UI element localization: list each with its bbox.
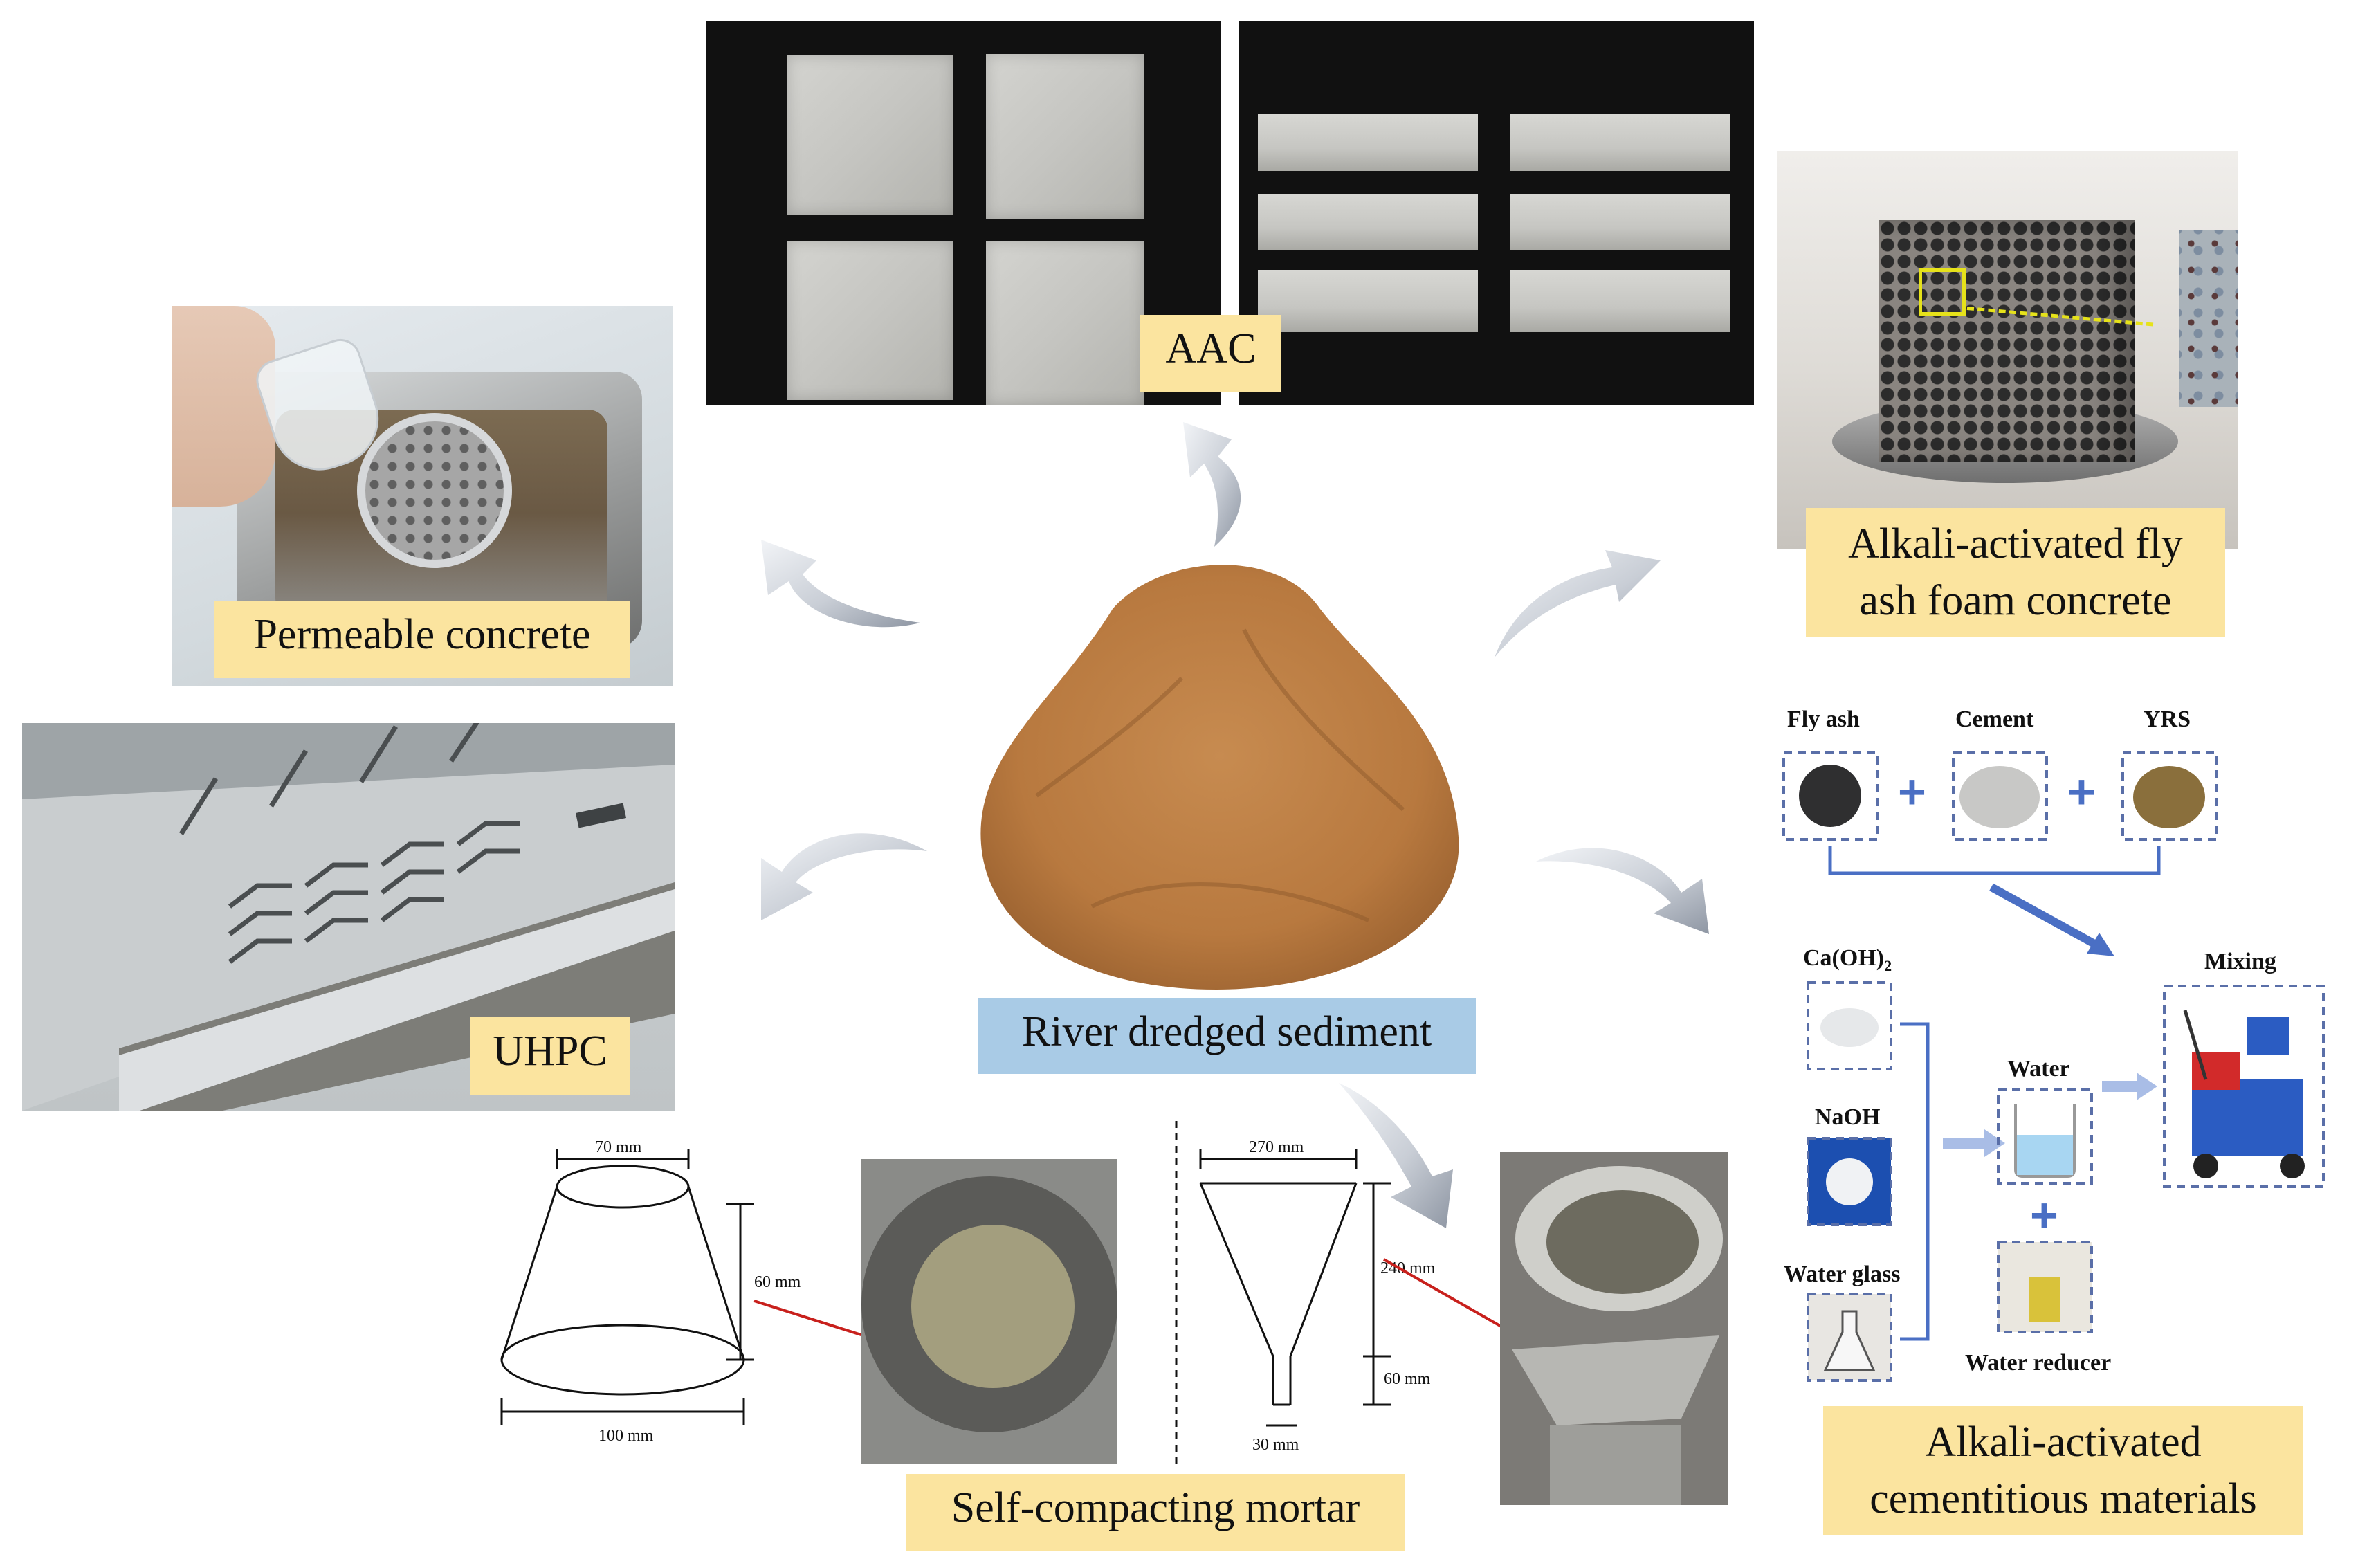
aac-prism <box>1258 194 1478 250</box>
cement-sample <box>1959 766 2040 828</box>
water-reducer-label: Water reducer <box>1965 1350 2111 1376</box>
foam-label-line2: ash foam concrete <box>1859 576 2172 624</box>
plus-3: + <box>2030 1188 2058 1242</box>
uhpc-label: UHPC <box>470 1017 630 1095</box>
yrs-sample <box>2133 766 2205 828</box>
funnel-outlet-dim: 30 mm <box>1252 1436 1299 1454</box>
center-label: River dredged sediment <box>978 998 1476 1074</box>
yrs-label: YRS <box>2144 706 2191 732</box>
aac-cube <box>787 55 953 215</box>
aac-prism <box>1510 270 1730 332</box>
arrow-to-permeable <box>761 540 920 628</box>
plus-1: + <box>1898 765 1926 819</box>
water-label: Water <box>2007 1056 2070 1082</box>
foam-cube <box>1879 220 2135 462</box>
aacm-flowchart: Fly ash Cement YRS + + Ca(OH)2 NaOH Wate… <box>1782 706 2325 1382</box>
funnel-neck-dim: 60 mm <box>1384 1370 1431 1388</box>
v-funnel <box>1199 1149 1391 1427</box>
aac-prism <box>1258 270 1478 332</box>
arrow-to-aacm <box>1536 848 1709 934</box>
foam-concrete-label: Alkali-activated fly ash foam concrete <box>1806 508 2225 637</box>
water-glass-label: Water glass <box>1784 1261 1900 1287</box>
cone-top-dim: 70 mm <box>595 1138 642 1156</box>
micro-inset <box>2179 230 2238 407</box>
cone-bottom-dim: 100 mm <box>598 1427 654 1445</box>
foam-concrete-photo <box>1777 151 2238 549</box>
arrow-to-scm <box>1339 1083 1453 1228</box>
beaker-icon <box>2014 1104 2076 1178</box>
aac-cube <box>787 241 953 400</box>
foam-label-line1: Alkali-activated fly <box>1848 520 2183 567</box>
aac-photo-prisms <box>1239 21 1754 405</box>
permeable-concrete-label: Permeable concrete <box>214 601 630 678</box>
aacm-label-line1: Alkali-activated <box>1925 1419 2202 1466</box>
arrow-to-uhpc <box>761 833 927 920</box>
aac-prism <box>1510 194 1730 250</box>
reducer-bottle <box>2029 1277 2060 1322</box>
mixing-label: Mixing <box>2204 949 2276 974</box>
aac-cube <box>986 241 1144 405</box>
fly-ash-sample <box>1799 765 1861 827</box>
fly-ash-label: Fly ash <box>1787 706 1860 732</box>
naoh-label: NaOH <box>1815 1104 1880 1130</box>
zoom-box <box>1919 268 1966 316</box>
cone-height-dim: 60 mm <box>754 1273 801 1291</box>
flask-icon <box>1823 1310 1876 1371</box>
naoh-sample <box>1826 1158 1873 1205</box>
hand <box>172 306 275 507</box>
scm-label: Self-compacting mortar <box>906 1474 1405 1551</box>
aacm-label-line2: cementitious materials <box>1870 1475 2257 1522</box>
caoh2-sample <box>1820 1008 1879 1047</box>
mixer-body <box>2192 1079 2303 1156</box>
flow-arrow-down <box>1989 883 2104 952</box>
plus-2: + <box>2067 765 2096 819</box>
funnel-top-dim: 270 mm <box>1249 1138 1304 1156</box>
aac-photo-cubes <box>706 21 1221 405</box>
arrow-to-foam <box>1495 550 1661 657</box>
aac-label: AAC <box>1140 315 1281 392</box>
cement-label: Cement <box>1955 706 2034 732</box>
arrow-to-aac <box>1183 422 1241 547</box>
merge-line <box>1828 846 2161 875</box>
aac-cube <box>986 54 1144 219</box>
uhpc-beam-drawing <box>22 723 675 1111</box>
reagent-bracket <box>1900 1022 1930 1341</box>
scm-diagram: 70 mm 60 mm 100 mm 270 mm 240 mm 60 mm 3… <box>500 1121 1728 1505</box>
aac-prism <box>1258 114 1478 171</box>
aacm-label: Alkali-activated cementitious materials <box>1823 1406 2303 1535</box>
sediment-pile <box>980 565 1459 990</box>
slump-cone <box>500 1149 754 1425</box>
caoh2-label: Ca(OH)2 <box>1803 945 1892 974</box>
aac-prism <box>1510 114 1730 171</box>
uhpc-photo <box>22 723 675 1111</box>
